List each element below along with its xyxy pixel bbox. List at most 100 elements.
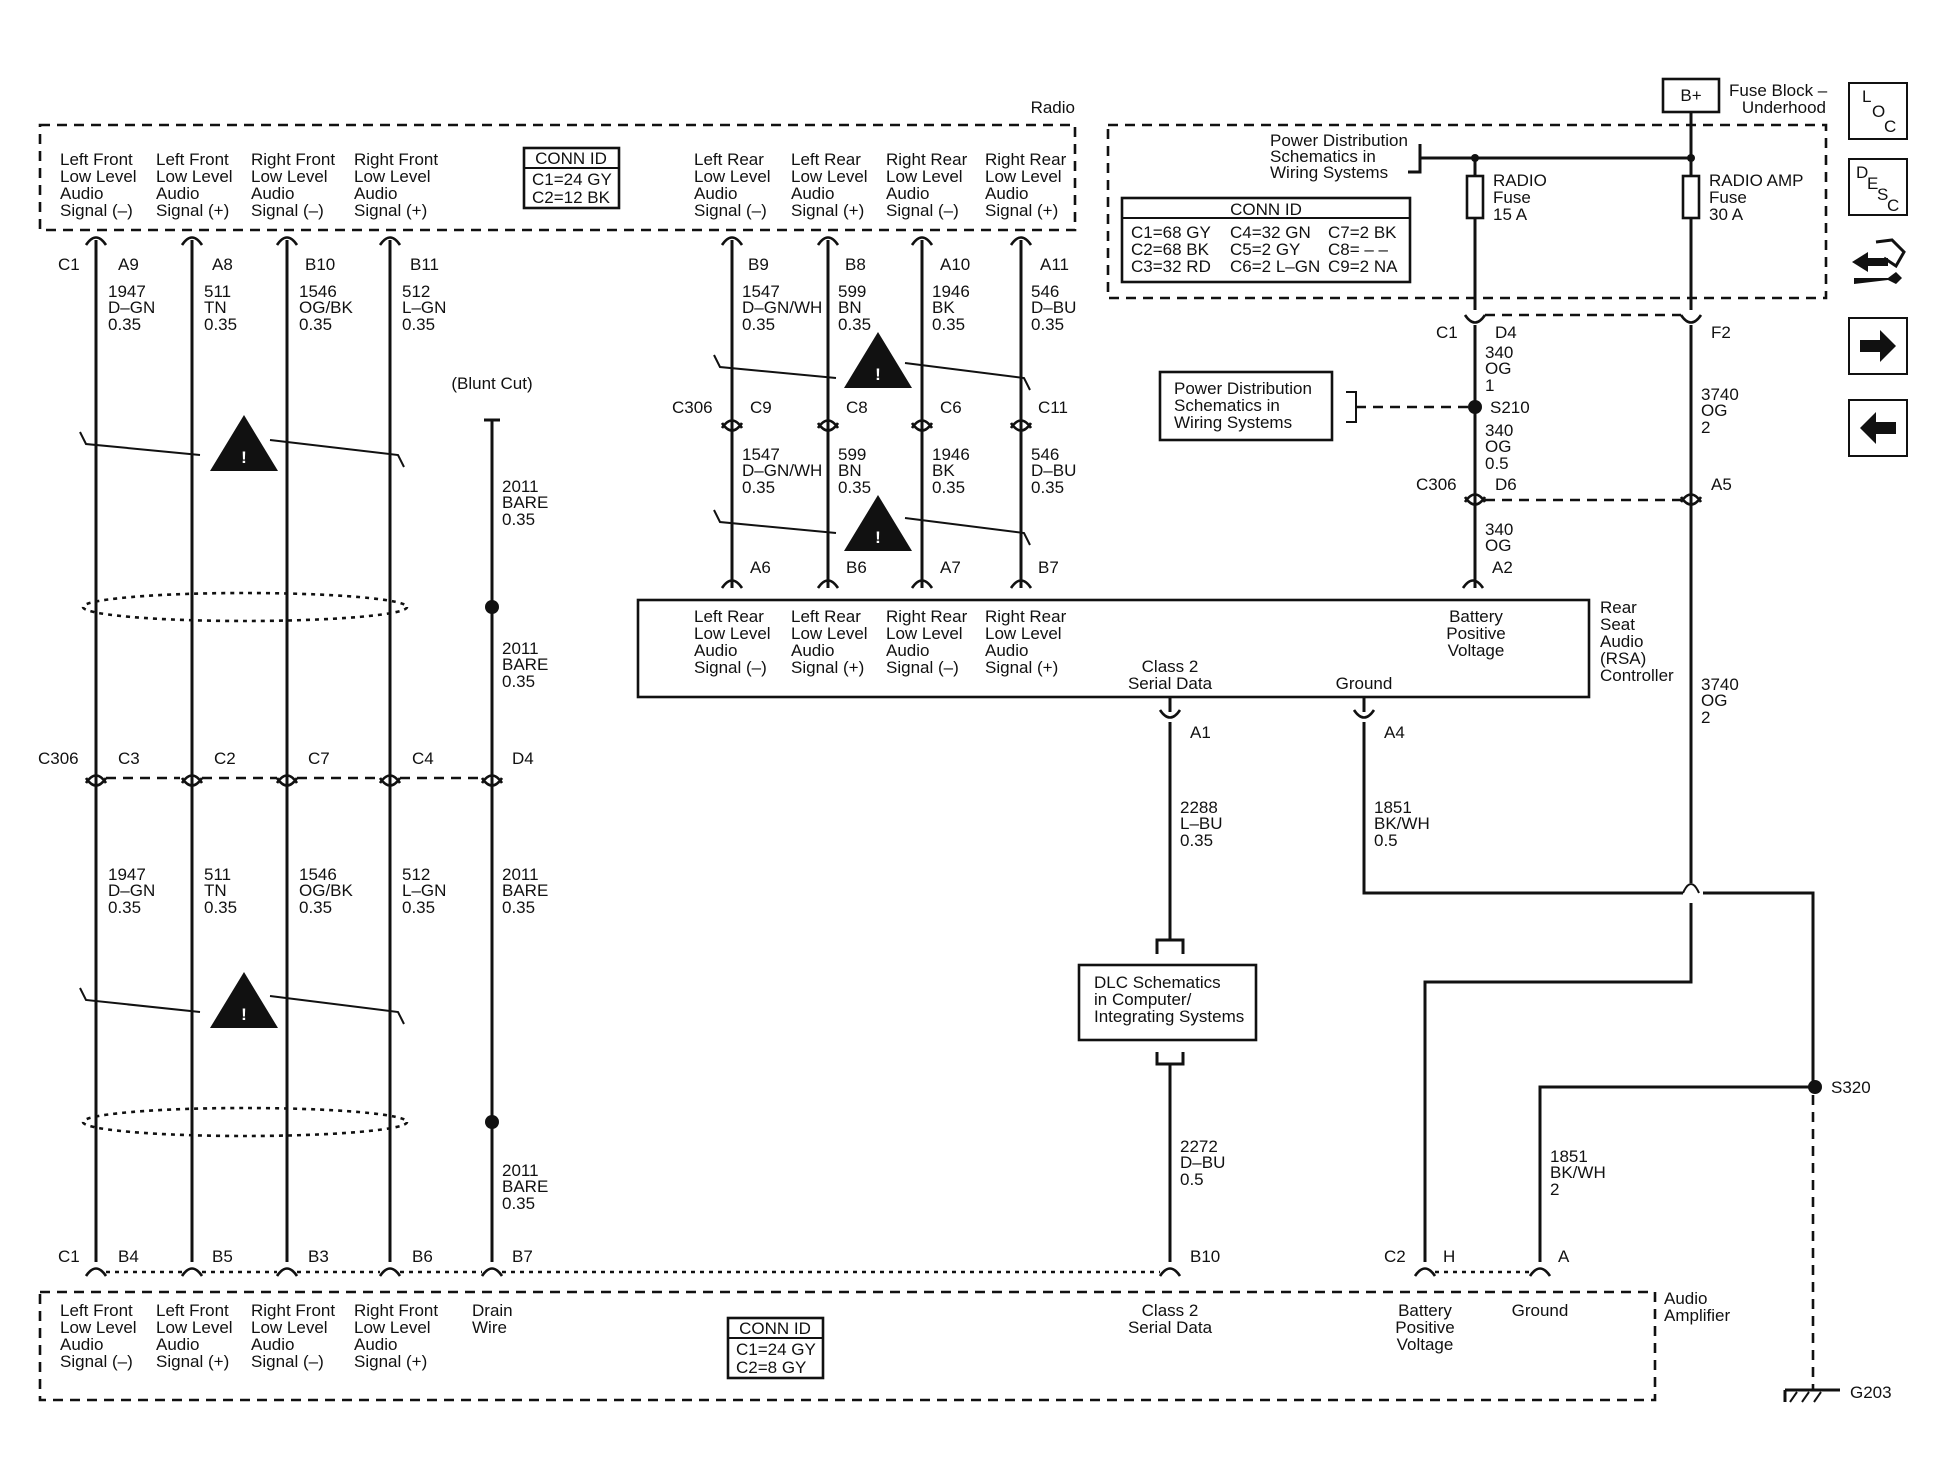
svg-text:1851: 1851: [1550, 1147, 1588, 1166]
previous-arrow-button[interactable]: [1848, 399, 1908, 457]
svg-text:Voltage: Voltage: [1397, 1335, 1454, 1354]
svg-text:Ground: Ground: [1336, 674, 1393, 693]
svg-text:A7: A7: [940, 558, 961, 577]
radio-connector-cups: [84, 236, 1033, 246]
svg-text:Wiring Systems: Wiring Systems: [1174, 413, 1292, 432]
svg-text:1546: 1546: [299, 282, 337, 301]
svg-text:D6: D6: [1495, 475, 1517, 494]
svg-text:340: 340: [1485, 520, 1513, 539]
svg-text:2011: 2011: [502, 477, 539, 496]
svg-text:Audio: Audio: [251, 184, 294, 203]
warning-icon: !: [210, 972, 278, 1028]
svg-text:A5: A5: [1711, 475, 1732, 494]
svg-text:340: 340: [1485, 421, 1513, 440]
connector-name: C306: [672, 398, 713, 417]
next-arrow-button[interactable]: [1848, 317, 1908, 375]
svg-text:TN: TN: [204, 881, 227, 900]
svg-text:OG: OG: [1701, 691, 1727, 710]
svg-text:Audio: Audio: [694, 184, 737, 203]
svg-text:0.35: 0.35: [742, 315, 775, 334]
svg-text:A2: A2: [1492, 558, 1513, 577]
svg-text:Left Front: Left Front: [156, 1301, 229, 1320]
rsa-connector-cups: A6 B6 A7 B7 A2: [720, 558, 1513, 589]
svg-text:Controller: Controller: [1600, 666, 1674, 685]
rear-wires: [730, 240, 1023, 588]
power-distribution-ref-s210[interactable]: Power Distribution Schematics in Wiring …: [1158, 370, 1468, 442]
svg-text:B3: B3: [308, 1247, 329, 1266]
conn-id-line: C2=12 BK: [532, 188, 611, 207]
svg-text:A4: A4: [1384, 723, 1405, 742]
svg-text:BK: BK: [932, 461, 955, 480]
svg-text:Audio: Audio: [791, 641, 834, 660]
svg-text:BARE: BARE: [502, 881, 548, 900]
svg-text:Low Level: Low Level: [694, 624, 771, 643]
ground-label: G203: [1850, 1383, 1892, 1402]
svg-text:Low Level: Low Level: [60, 167, 137, 186]
svg-text:Positive: Positive: [1395, 1318, 1455, 1337]
svg-text:Signal (–): Signal (–): [60, 1352, 133, 1371]
svg-text:OG: OG: [1485, 359, 1511, 378]
svg-text:Ground: Ground: [1512, 1301, 1569, 1320]
svg-text:0.35: 0.35: [502, 898, 535, 917]
svg-text:Right Rear: Right Rear: [985, 607, 1067, 626]
svg-text:C5=2 GY: C5=2 GY: [1230, 240, 1300, 259]
svg-text:0.35: 0.35: [204, 898, 237, 917]
svg-text:H: H: [1443, 1247, 1455, 1266]
svg-text:0.35: 0.35: [108, 898, 141, 917]
rsa-bottom-pins: A1 A4: [1158, 697, 1405, 742]
svg-text:0.35: 0.35: [108, 315, 141, 334]
svg-text:Audio: Audio: [354, 1335, 397, 1354]
svg-text:Right Rear: Right Rear: [985, 150, 1067, 169]
description-button[interactable]: D E S C: [1848, 158, 1908, 216]
svg-text:0.35: 0.35: [502, 1194, 535, 1213]
svg-text:Left Front: Left Front: [60, 1301, 133, 1320]
rsa-controller: Rear Seat Audio (RSA) Controller Left Re…: [636, 598, 1674, 699]
battery-b-plus: [1661, 77, 1721, 114]
svg-text:1547: 1547: [742, 445, 780, 464]
svg-text:Fuse Block –: Fuse Block –: [1729, 81, 1828, 100]
svg-text:in Computer/: in Computer/: [1094, 990, 1192, 1009]
svg-text:Wiring Systems: Wiring Systems: [1270, 163, 1388, 182]
svg-text:0.35: 0.35: [402, 315, 435, 334]
svg-text:Audio: Audio: [156, 1335, 199, 1354]
fuse-conn-id-box: CONN ID C1=68 GY C4=32 GN C7=2 BK C2=68 …: [1120, 196, 1412, 284]
pin-label: A8: [212, 255, 233, 274]
splice-label: S210: [1490, 398, 1530, 417]
twisted-pair-marks-rear: [713, 354, 1031, 546]
svg-text:D–BU: D–BU: [1031, 461, 1076, 480]
power-distribution-ref-top[interactable]: Power Distribution Schematics in Wiring …: [1270, 131, 1408, 182]
blunt-cut-label: (Blunt Cut): [451, 374, 532, 393]
svg-text:0.35: 0.35: [742, 478, 775, 497]
fuse-block-pins: C1 D4 F2: [1436, 313, 1731, 342]
location-button[interactable]: L O C: [1848, 82, 1908, 140]
svg-text:Schematics in: Schematics in: [1174, 396, 1280, 415]
connector-tool-button[interactable]: [1848, 232, 1908, 294]
svg-text:Drain: Drain: [472, 1301, 513, 1320]
svg-text:0.35: 0.35: [838, 478, 871, 497]
svg-text:Signal (–): Signal (–): [251, 1352, 324, 1371]
desc-icon: D E S C: [1856, 163, 1899, 215]
radio-title: Radio: [1031, 98, 1075, 117]
shield-ellipse: [81, 1106, 499, 1138]
svg-text:Signal (+): Signal (+): [156, 1352, 229, 1371]
svg-text:0.35: 0.35: [502, 672, 535, 691]
svg-text:0.5: 0.5: [1485, 454, 1509, 473]
svg-text:CONN ID: CONN ID: [1230, 200, 1302, 219]
svg-text:Signal (+): Signal (+): [985, 658, 1058, 677]
svg-text:OG: OG: [1485, 536, 1511, 555]
svg-text:Low Level: Low Level: [60, 1318, 137, 1337]
connector-name: C1: [58, 255, 80, 274]
svg-text:Schematics in: Schematics in: [1270, 147, 1376, 166]
svg-text:S: S: [1877, 185, 1888, 204]
svg-text:1946: 1946: [932, 282, 970, 301]
radio-conn-id-box: CONN ID C1=24 GY C2=12 BK: [522, 146, 621, 210]
svg-text:546: 546: [1031, 445, 1059, 464]
svg-text:Right Rear: Right Rear: [886, 150, 968, 169]
svg-text:Seat: Seat: [1600, 615, 1635, 634]
svg-text:2: 2: [1701, 418, 1710, 437]
dlc-reference-box[interactable]: DLC Schematics in Computer/ Integrating …: [1077, 963, 1258, 1042]
